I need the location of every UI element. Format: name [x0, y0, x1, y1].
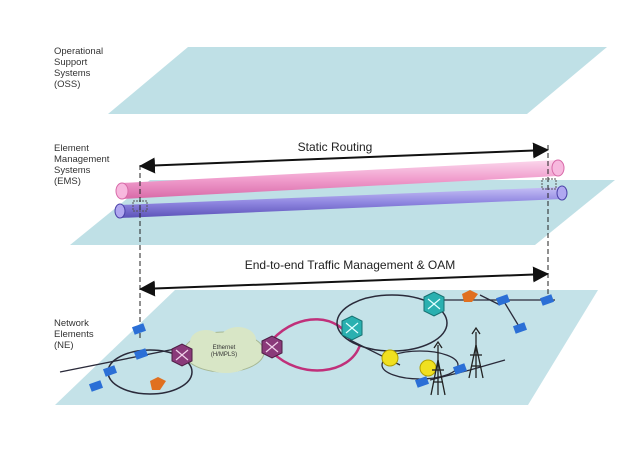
orange-node-icon: [150, 377, 166, 390]
cell-tower-icon: [430, 340, 446, 396]
oss-layer-label: Operational Support Systems (OSS): [54, 46, 104, 90]
switch-icon: [133, 348, 149, 360]
router-icon: [261, 335, 283, 359]
cell-tower-icon: [468, 326, 484, 379]
end-to-end-label: End-to-end Traffic Management & OAM: [244, 258, 456, 272]
switch-icon: [131, 323, 147, 335]
router-icon: [341, 315, 363, 341]
switch-icon: [452, 363, 468, 375]
end-to-end-arrow: [139, 266, 549, 297]
router-icon: [171, 343, 193, 367]
yellow-node-icon: [419, 359, 437, 377]
static-routing-label: Static Routing: [297, 140, 373, 154]
yellow-node-icon: [381, 349, 399, 367]
purple-lsp-pipe: [114, 185, 568, 219]
switch-icon: [512, 322, 528, 334]
switch-icon: [539, 294, 555, 306]
switch-icon: [414, 376, 430, 388]
static-routing-arrow: [139, 142, 549, 174]
oss-plane: [108, 47, 607, 114]
cloud-icon: [183, 327, 265, 373]
cloud-label: Ethernet (H/MPLS): [210, 345, 238, 358]
switch-icon: [88, 380, 104, 392]
ne-plane: [55, 290, 598, 405]
orange-node-icon: [462, 290, 478, 302]
router-icon: [423, 291, 445, 317]
switch-icon: [495, 294, 511, 306]
ne-layer-label: Network Elements (NE): [54, 318, 94, 351]
switch-icon: [102, 365, 118, 377]
ems-layer-label: Element Management Systems (EMS): [54, 143, 110, 187]
